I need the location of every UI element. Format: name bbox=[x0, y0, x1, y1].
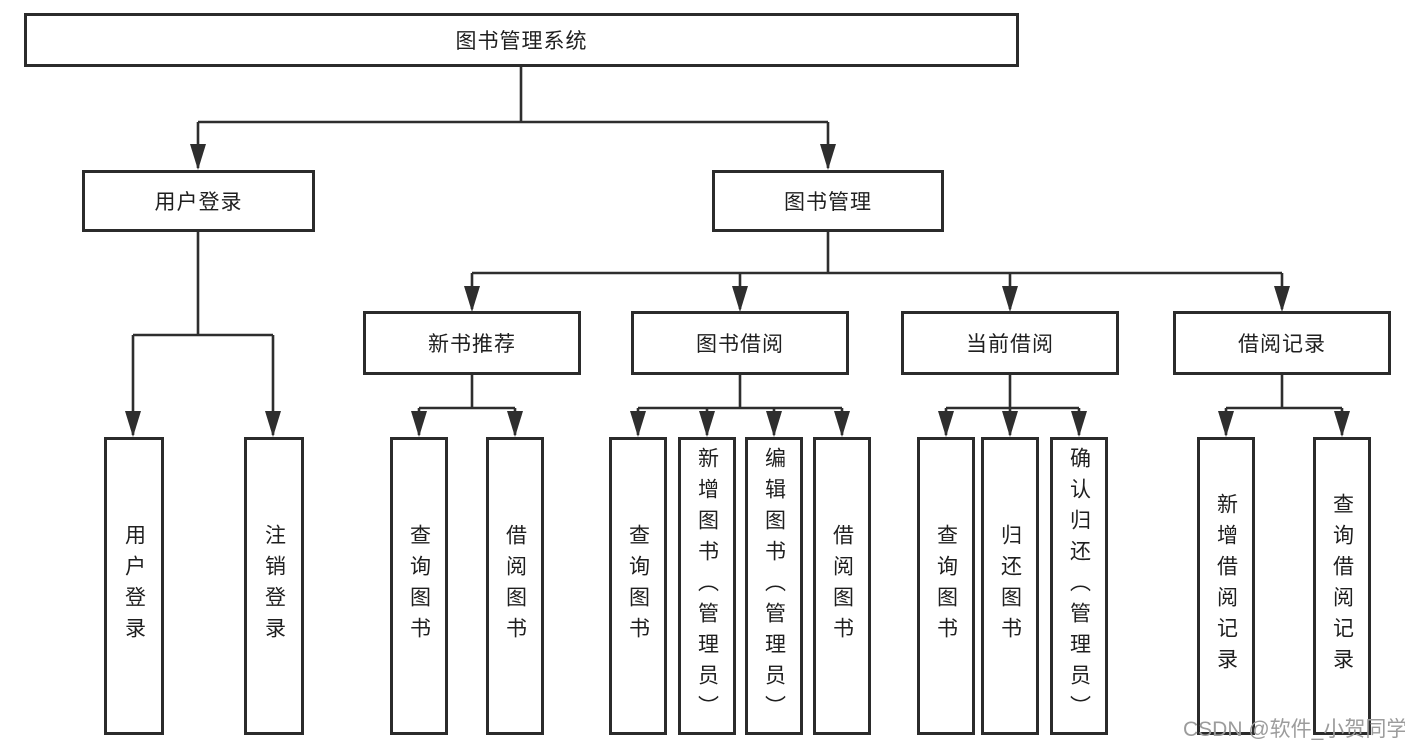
leaf-current-confirm-return: 确认归还（管理员） bbox=[1050, 437, 1108, 735]
leaf-label: 查询图书 bbox=[934, 524, 958, 648]
leaf-label: 归还图书 bbox=[998, 524, 1022, 648]
leaf-borrowing-query-book: 查询图书 bbox=[609, 437, 667, 735]
leaf-recommend-query-book: 查询图书 bbox=[390, 437, 448, 735]
leaf-label: 注销登录 bbox=[262, 524, 286, 648]
node-label: 用户登录 bbox=[154, 191, 243, 214]
leaf-current-return-book: 归还图书 bbox=[981, 437, 1039, 735]
node-label: 图书借阅 bbox=[696, 333, 784, 356]
leaf-label: 用户登录 bbox=[122, 524, 146, 648]
node-user-login: 用户登录 bbox=[82, 170, 315, 232]
leaf-label: 借阅图书 bbox=[503, 524, 527, 648]
leaf-records-add-record: 新增借阅记录 bbox=[1197, 437, 1255, 735]
node-new-book-recommend: 新书推荐 bbox=[363, 311, 581, 375]
node-label: 借阅记录 bbox=[1238, 333, 1326, 356]
leaf-label: 编辑图书（管理员） bbox=[762, 446, 786, 726]
node-current-borrowing: 当前借阅 bbox=[901, 311, 1119, 375]
leaf-label: 新增借阅记录 bbox=[1214, 493, 1238, 679]
leaf-label: 查询图书 bbox=[626, 524, 650, 648]
leaf-label: 查询图书 bbox=[407, 524, 431, 648]
node-book-borrowing: 图书借阅 bbox=[631, 311, 849, 375]
watermark: CSDN @软件_小贺同学 bbox=[1183, 718, 1405, 741]
leaf-label: 查询借阅记录 bbox=[1330, 493, 1354, 679]
leaf-recommend-borrow-book: 借阅图书 bbox=[486, 437, 544, 735]
leaf-borrowing-add-book: 新增图书（管理员） bbox=[678, 437, 736, 735]
node-label: 图书管理 bbox=[784, 191, 872, 214]
node-label: 新书推荐 bbox=[428, 333, 516, 356]
node-label: 当前借阅 bbox=[966, 333, 1054, 356]
node-book-management: 图书管理 bbox=[712, 170, 944, 232]
leaf-borrowing-borrow-book: 借阅图书 bbox=[813, 437, 871, 735]
node-root: 图书管理系统 bbox=[24, 13, 1019, 67]
node-label: 图书管理系统 bbox=[455, 30, 588, 53]
node-borrowing-records: 借阅记录 bbox=[1173, 311, 1391, 375]
leaf-borrowing-edit-book: 编辑图书（管理员） bbox=[745, 437, 803, 735]
leaf-label: 借阅图书 bbox=[830, 524, 854, 648]
leaf-current-query-book: 查询图书 bbox=[917, 437, 975, 735]
leaf-records-query-record: 查询借阅记录 bbox=[1313, 437, 1371, 735]
leaf-logout-login: 注销登录 bbox=[244, 437, 304, 735]
leaf-label: 新增图书（管理员） bbox=[695, 446, 719, 726]
leaf-label: 确认归还（管理员） bbox=[1067, 446, 1091, 726]
leaf-user-login: 用户登录 bbox=[104, 437, 164, 735]
